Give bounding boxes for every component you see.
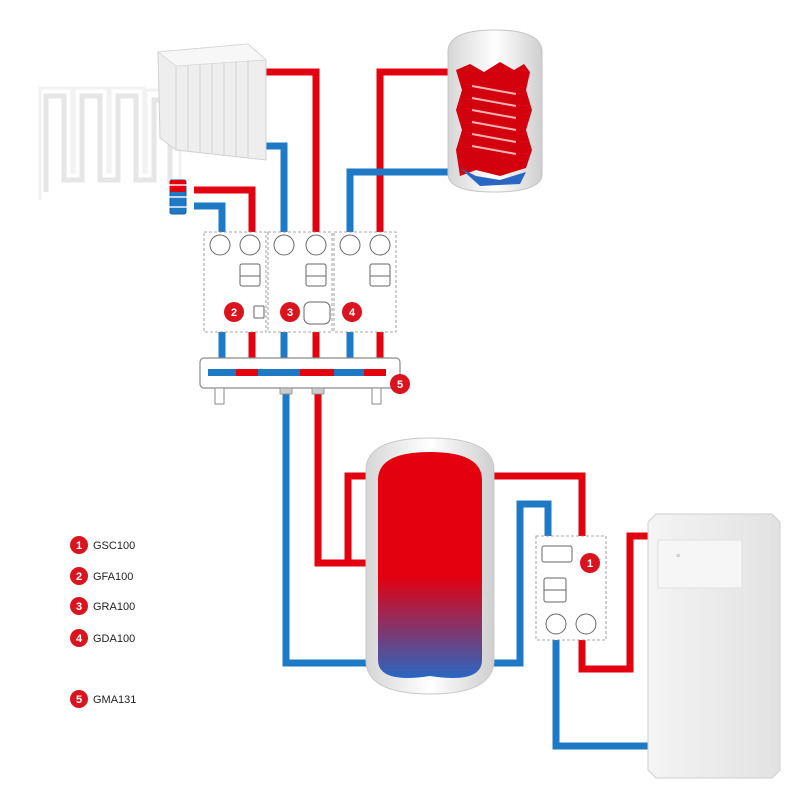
dhw-storage-tank: [447, 29, 543, 193]
mixing-valve-icon: [303, 301, 331, 325]
module-gsc100: [535, 535, 607, 641]
controller-icon: [541, 545, 573, 563]
manifold-hot-channel: [236, 369, 258, 376]
legend-item: 1 GSC100: [70, 536, 135, 554]
legend-number: 3: [76, 601, 82, 613]
manifold-hot-channel: [300, 369, 334, 376]
buffer-top-outlet-pipe: [344, 472, 372, 560]
manifold-gma131: [199, 357, 401, 405]
legend-item: 5 GMA131: [70, 690, 136, 708]
legend-label: GSC100: [93, 540, 135, 552]
buffer-to-module1-hot-pipe: [492, 472, 586, 546]
gauge-icon: [575, 613, 597, 635]
underfloor-heating-loop: [38, 86, 182, 200]
boiler-logo: ≡: [676, 553, 680, 560]
floor-heating-supply-pipe: [194, 186, 256, 232]
badge-module-3: 3: [280, 302, 300, 322]
gauge-icon: [305, 234, 327, 256]
boiler: ≡: [647, 513, 781, 779]
gauge-icon: [339, 234, 361, 256]
manifold-hot-channel: [364, 369, 386, 376]
badge-number: 1: [587, 558, 593, 570]
badge-number: 5: [397, 379, 403, 391]
legend-item: 2 GFA100: [70, 567, 133, 585]
buffer-tank: [365, 437, 495, 695]
legend: 1 GSC100 2 GFA100 3 GRA100 4 GDA100 5 GM…: [70, 536, 136, 708]
manifold-bracket-left: [214, 387, 225, 405]
pump-icon: [305, 263, 327, 287]
manifold-bracket-right: [371, 387, 382, 405]
legend-number: 4: [76, 633, 83, 645]
legend-number: 1: [76, 540, 82, 552]
legend-item: 4 GDA100: [70, 629, 135, 647]
badge-module-4: 4: [342, 302, 362, 322]
pump-icon: [369, 263, 391, 287]
boiler-panel: [657, 539, 743, 589]
gauge-icon: [273, 234, 295, 256]
tank-cold-zone: [460, 168, 526, 186]
manifold-to-buffer-cold-pipe: [282, 392, 376, 667]
manifold-outlet: [279, 387, 293, 395]
badge-manifold-5: 5: [390, 374, 410, 394]
floor-heating-return-pipe: [194, 202, 226, 232]
badge-number: 3: [287, 307, 293, 319]
buffer-to-module1-cold-pipe: [492, 500, 552, 667]
radiator-supply-pipe: [266, 68, 320, 232]
manifold-outlet: [311, 387, 325, 395]
dhw-tank-supply-pipe: [376, 68, 452, 232]
dhw-tank-return-pipe: [346, 168, 452, 232]
legend-number: 5: [76, 694, 82, 706]
badge-module-2: 2: [224, 302, 244, 322]
gauge-icon: [369, 234, 391, 256]
pipes: [194, 68, 656, 750]
badge-module-1: 1: [580, 553, 600, 573]
module1-to-boiler-cold-pipe: [552, 636, 656, 750]
pump-icon: [239, 263, 261, 287]
badge-number: 2: [231, 307, 237, 319]
radiator-return-pipe: [262, 142, 288, 232]
tank-coil: [471, 85, 517, 155]
manifold-to-buffer-hot-pipe: [314, 392, 376, 567]
buffer-tank-water: [378, 452, 482, 678]
legend-label: GMA131: [93, 694, 136, 706]
gauge-icon: [209, 234, 231, 256]
tank-hot-water: [456, 62, 532, 176]
legend-label: GDA100: [93, 633, 135, 645]
gauge-icon: [545, 613, 567, 635]
floor-heating-distributor: [168, 179, 188, 215]
legend-item: 3 GRA100: [70, 597, 135, 615]
badge-number: 4: [349, 307, 356, 319]
manifold-cold-channel: [208, 369, 384, 376]
radiator: [156, 43, 267, 161]
legend-label: GFA100: [93, 571, 133, 583]
module1-to-boiler-hot-pipe: [578, 532, 656, 673]
legend-number: 2: [76, 571, 82, 583]
gauge-icon: [239, 234, 261, 256]
legend-label: GRA100: [93, 601, 135, 613]
valve-icon: [253, 305, 265, 319]
